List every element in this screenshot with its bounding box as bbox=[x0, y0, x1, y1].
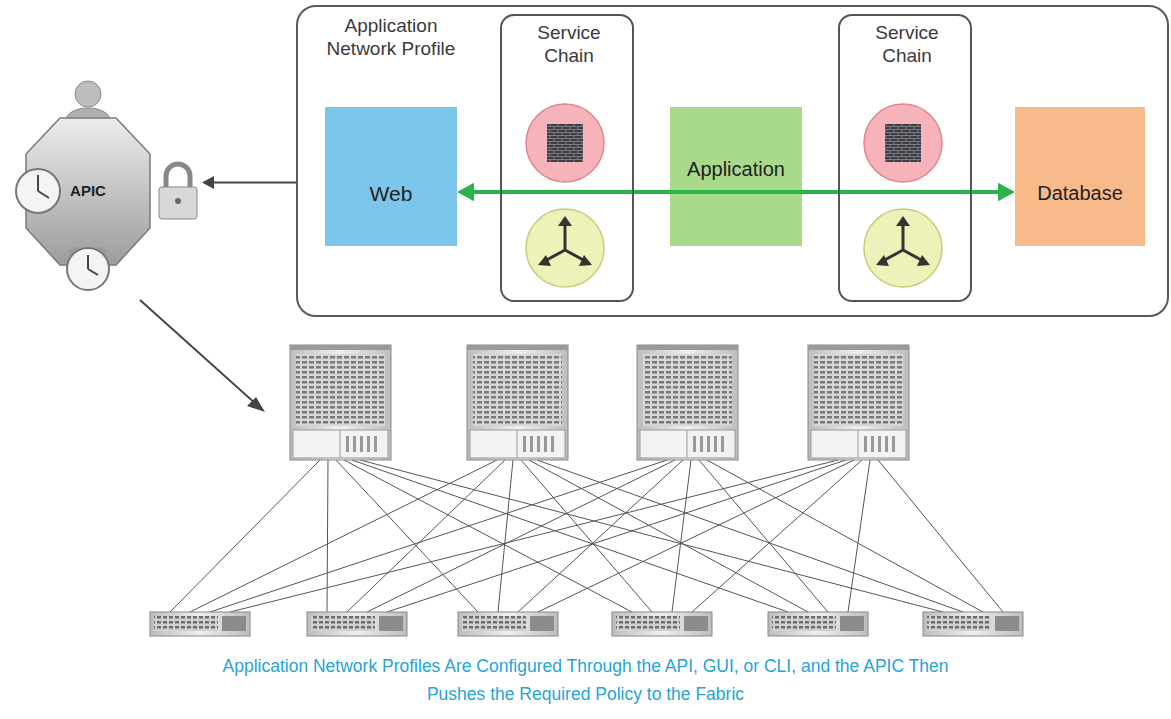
arrowhead bbox=[998, 183, 1015, 202]
leaf-switch bbox=[612, 612, 712, 636]
tier-box: Application bbox=[670, 107, 802, 246]
node-label: Application bbox=[670, 157, 802, 181]
node-label: Application Network Profile bbox=[325, 15, 457, 61]
push-arrow bbox=[140, 300, 265, 412]
leaf-switch bbox=[307, 612, 407, 636]
spine-switch bbox=[637, 345, 738, 460]
node-label: Web bbox=[325, 181, 457, 206]
tier-fill bbox=[670, 107, 802, 246]
node-label: Database bbox=[1015, 181, 1145, 205]
leaf-switch bbox=[923, 612, 1023, 636]
fabric-links bbox=[170, 460, 1003, 612]
connector-arrow bbox=[457, 183, 1015, 202]
arrowhead bbox=[457, 183, 474, 202]
router-icon bbox=[864, 209, 942, 287]
tier-box: Database bbox=[1015, 107, 1145, 246]
controller-label: APIC bbox=[28, 182, 148, 200]
connector-arrow bbox=[202, 176, 296, 189]
spine-switch bbox=[290, 345, 391, 460]
leaf-switch bbox=[458, 612, 558, 636]
service-chain-box: Service Chain bbox=[838, 14, 972, 302]
router-icon bbox=[526, 209, 604, 287]
firewall-icon bbox=[526, 104, 604, 182]
spine-switch bbox=[808, 345, 909, 460]
fabric-switches bbox=[150, 345, 1023, 636]
firewall-icon bbox=[864, 104, 942, 182]
caption: Application Network Profiles Are Configu… bbox=[200, 652, 971, 708]
node-label: Service Chain bbox=[519, 22, 619, 68]
tier-box: Web bbox=[325, 107, 457, 246]
leaf-switch bbox=[150, 612, 250, 636]
node-label: Service Chain bbox=[857, 22, 957, 68]
spine-switch bbox=[467, 345, 568, 460]
apic-controller: APIC bbox=[5, 70, 202, 295]
arrowhead bbox=[202, 176, 214, 189]
leaf-switch bbox=[768, 612, 868, 636]
profile-panel: Application Network ProfileWeb Service Ch… bbox=[296, 5, 1169, 317]
service-chain-box: Service Chain bbox=[500, 14, 634, 302]
